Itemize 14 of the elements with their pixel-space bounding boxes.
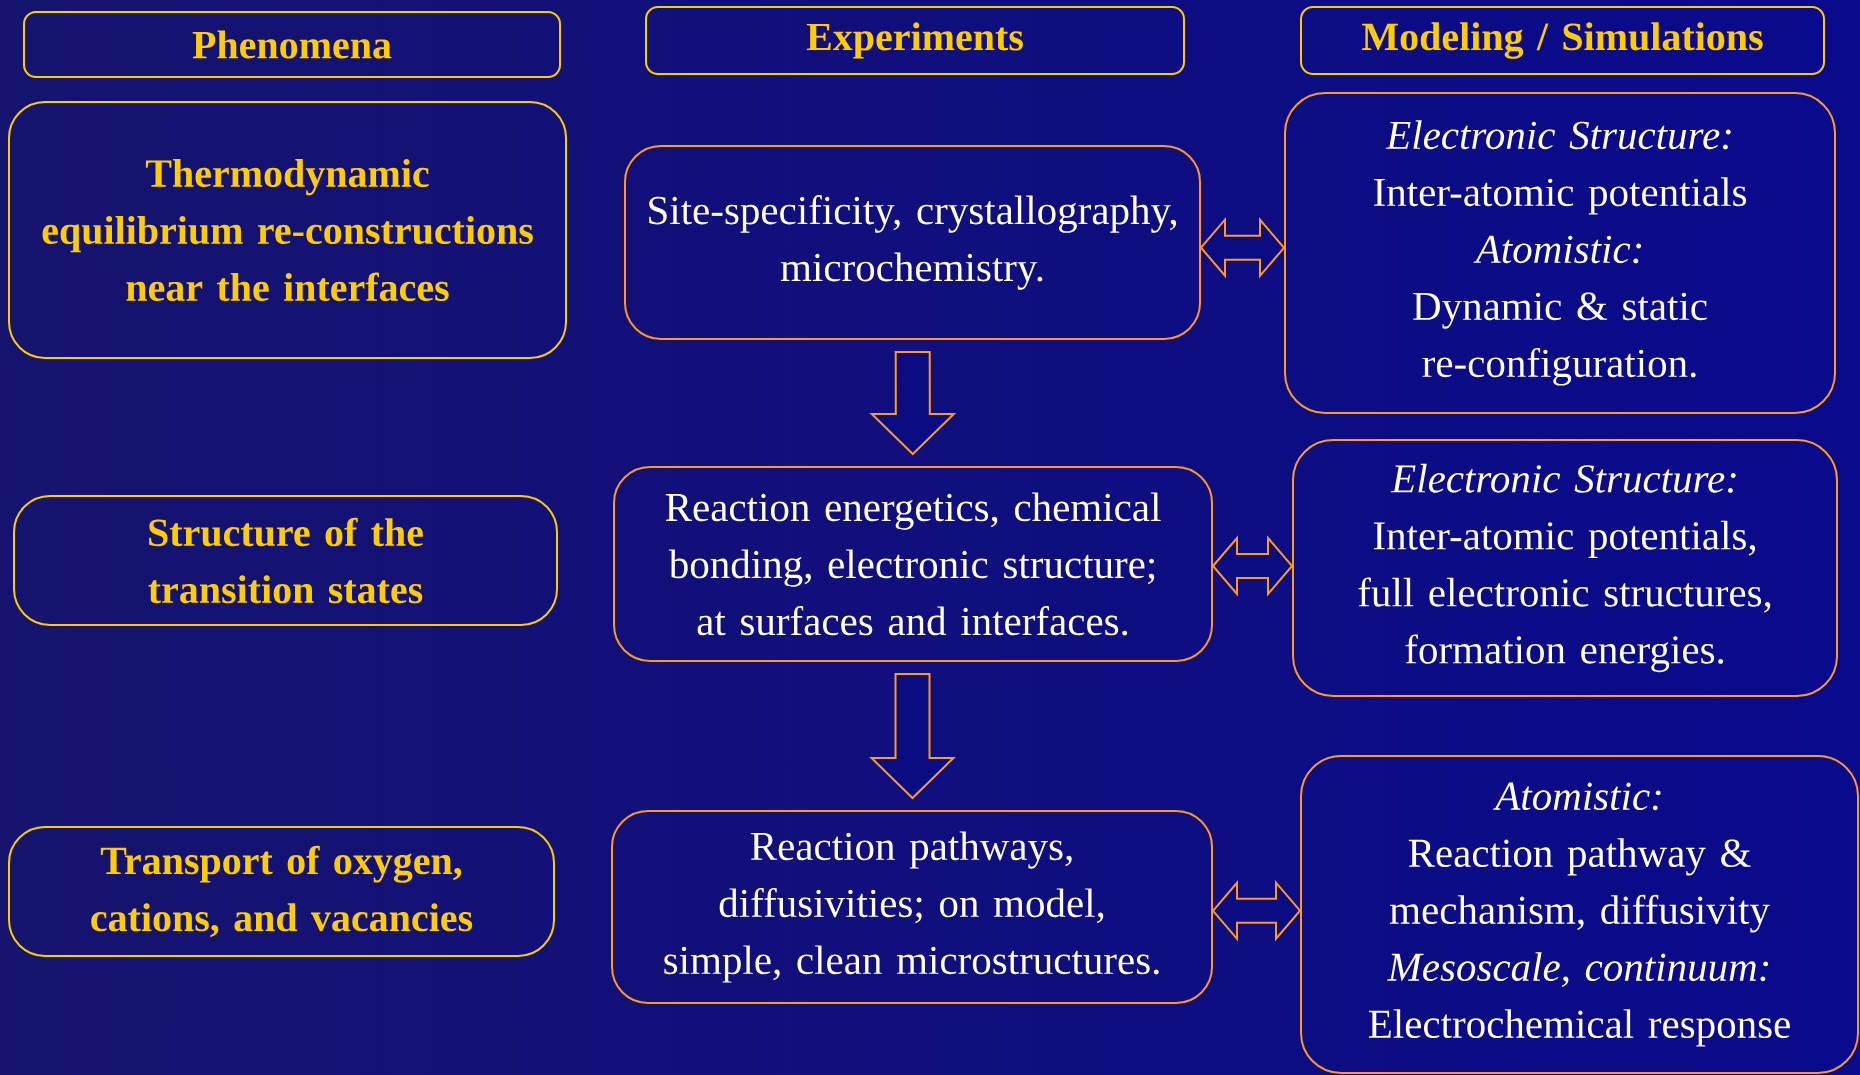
- phenomenon-box: Transport of oxygen, cations, and vacancies: [8, 826, 555, 957]
- column-header: Modeling / Simulations: [1300, 6, 1825, 75]
- experiment-box: Reaction energetics, chemical bonding, electronic structure; at surfaces and interfaces.: [613, 466, 1213, 662]
- column-header: Experiments: [645, 6, 1185, 75]
- column-header: Phenomena: [23, 11, 561, 78]
- modeling-box: Electronic Structure: Inter-atomic potentials, full electronic structures, formation energies.: [1292, 439, 1838, 697]
- modeling-box: Electronic Structure: Inter-atomic potentials Atomistic: Dynamic & static re-configuration.: [1284, 92, 1836, 414]
- experiment-box: Site-specificity, crystallography, microchemistry.: [624, 145, 1201, 340]
- phenomenon-box: Structure of the transition states: [13, 495, 558, 626]
- block-arrow: [869, 351, 957, 456]
- experiment-box: Reaction pathways, diffusivities; on model, simple, clean microstructures.: [611, 810, 1213, 1004]
- phenomenon-box: Thermodynamic equilibrium re-constructions near the interfaces: [8, 101, 567, 359]
- block-arrow: [869, 673, 956, 800]
- modeling-box: Atomistic: Reaction pathway & mechanism, diffusivity Mesoscale, continuum: Electrochemical response: [1300, 755, 1859, 1074]
